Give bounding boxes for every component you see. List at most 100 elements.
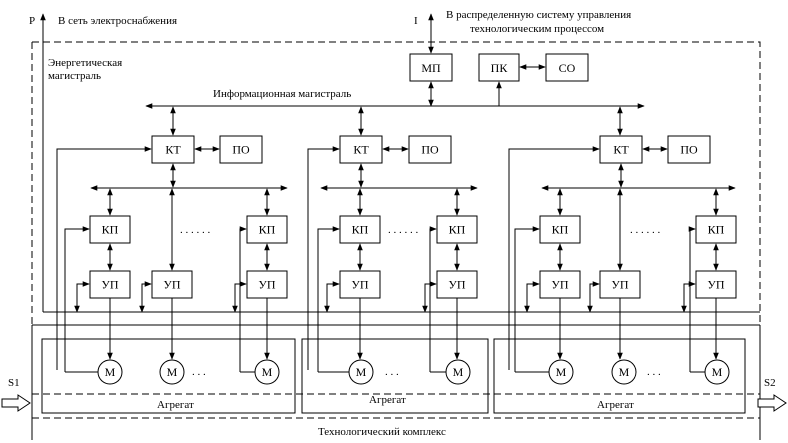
block-kt-2 [339, 135, 383, 164]
block-po-2-label: ПО [421, 143, 439, 157]
block-kt-1 [151, 135, 195, 164]
control-cluster-3: КТ ПО . . . . . . . . . КП УП М УП М КП УП М [508, 135, 737, 385]
block-up-1-3 [246, 270, 288, 299]
block-kp-2-1-label: КП [352, 223, 369, 237]
dots-kp-2: . . . . . . [388, 224, 419, 236]
label-dist-system-1: В распределенную систему управления [446, 9, 631, 21]
feedback-to-kt-2 [307, 146, 340, 370]
block-co [545, 53, 589, 82]
block-co-label: СО [559, 61, 576, 75]
block-kt-1-label: КТ [165, 143, 181, 157]
dots-kp-1: . . . . . . [180, 224, 211, 236]
block-up-1-2-label: УП [163, 278, 180, 292]
dots-kp-3: . . . . . . [630, 224, 661, 236]
complex-boundary [31, 325, 761, 440]
aggregate-1-frame [41, 338, 296, 414]
label-power-supply: В сеть электроснабжения [58, 15, 177, 27]
feedback-to-up-3-2 [587, 281, 600, 313]
block-po-1-label: ПО [232, 143, 250, 157]
block-kp-3-3 [695, 215, 737, 244]
block-up-3-3 [695, 270, 737, 299]
dots-motor-1: . . . [192, 366, 206, 378]
block-po-3-label: ПО [680, 143, 698, 157]
block-up-1-1 [89, 270, 131, 299]
label-p: P [29, 15, 35, 27]
block-up-2-1 [339, 270, 381, 299]
block-up-1-1-label: УП [101, 278, 118, 292]
feedback-to-up-1-2 [139, 281, 152, 313]
motor-3-3-label: М [712, 365, 723, 379]
dots-motor-3: . . . [647, 366, 661, 378]
block-pk-label: ПК [491, 61, 509, 75]
block-up-1-3-label: УП [258, 278, 275, 292]
block-up-3-2-label: УП [611, 278, 628, 292]
s2-output-arrow [757, 394, 787, 412]
block-mp [409, 53, 453, 82]
block-up-2-2-label: УП [448, 278, 465, 292]
aggregate-3-label: Агрегат [597, 399, 634, 411]
block-kp-1-3-label: КП [259, 223, 276, 237]
feedback-to-kt-1 [56, 146, 152, 370]
feedback-to-kp-3-1 [514, 226, 540, 372]
system-boundary [31, 41, 761, 328]
block-po-1 [219, 135, 263, 164]
aggregate-1-label: Агрегат [157, 399, 194, 411]
dots-motor-2: . . . [385, 366, 399, 378]
motor-1-2-label: М [167, 365, 178, 379]
feedback-to-kp-1-3 [239, 226, 247, 372]
s1-input-arrow [1, 394, 31, 412]
motor-2-2-label: М [453, 365, 464, 379]
block-kp-1-1-label: КП [102, 223, 119, 237]
block-kt-2-label: КТ [353, 143, 369, 157]
motor-3-2 [611, 359, 637, 385]
motor-2-1-label: М [356, 365, 367, 379]
label-complex: Технологический комплекс [318, 426, 446, 438]
feedback-to-kp-3-3 [688, 226, 696, 372]
aggregate-3-frame [493, 338, 746, 414]
block-kp-2-2 [436, 215, 478, 244]
feedback-to-kt-3 [508, 146, 600, 370]
label-energy-bus-2: магистраль [48, 70, 101, 82]
block-kp-3-3-label: КП [708, 223, 725, 237]
feedback-to-up-3-3 [681, 281, 696, 313]
feedback-to-up-1-3 [232, 281, 247, 313]
feedback-to-up-2-2 [422, 281, 437, 313]
control-cluster-1: КТ ПО . . . . . . . . . КП УП М УП М КП УП М [56, 135, 288, 385]
feedback-to-kp-1-1 [64, 226, 90, 372]
block-kp-3-1 [539, 215, 581, 244]
block-po-2 [408, 135, 452, 164]
motor-1-2 [159, 359, 185, 385]
label-energy-bus-1: Энергетическая [48, 57, 122, 69]
block-po-3 [667, 135, 711, 164]
feedback-to-kp-2-1 [317, 226, 340, 372]
feedback-to-up-3-1 [524, 281, 540, 313]
label-s1: S1 [8, 377, 20, 389]
label-dist-system-2: технологическим процессом [470, 23, 604, 35]
label-i: I [414, 15, 418, 27]
block-up-3-1 [539, 270, 581, 299]
aggregate-2-frame [301, 338, 489, 414]
feedback-to-up-1-1 [74, 281, 90, 313]
block-up-3-3-label: УП [707, 278, 724, 292]
aggregate-2-label: Агрегат [369, 394, 406, 406]
block-kp-1-1 [89, 215, 131, 244]
block-kt-3-label: КТ [613, 143, 629, 157]
block-kp-2-2-label: КП [449, 223, 466, 237]
block-kp-3-1-label: КП [552, 223, 569, 237]
feedback-to-kp-2-2 [429, 226, 437, 372]
motor-3-1-label: М [556, 365, 567, 379]
block-up-3-2 [599, 270, 641, 299]
block-kp-2-1 [339, 215, 381, 244]
block-mp-label: МП [421, 61, 441, 75]
label-info-bus: Информационная магистраль [213, 88, 351, 100]
motor-3-2-label: М [619, 365, 630, 379]
block-up-3-1-label: УП [551, 278, 568, 292]
label-s2: S2 [764, 377, 776, 389]
motor-1-3-label: М [262, 365, 273, 379]
motor-1-1-label: М [105, 365, 116, 379]
feedback-to-up-2-1 [324, 281, 340, 313]
block-kt-3 [599, 135, 643, 164]
block-pk [478, 53, 520, 82]
